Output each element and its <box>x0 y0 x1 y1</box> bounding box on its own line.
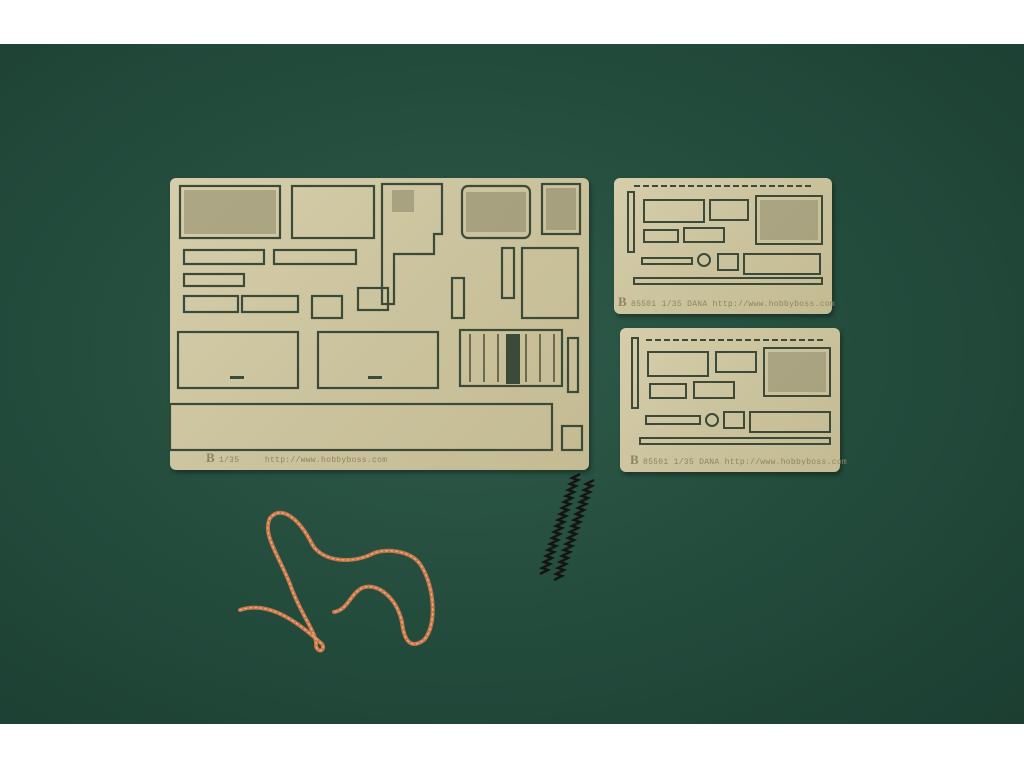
sheet-small-bottom-parts <box>631 337 831 445</box>
copper-cable <box>238 510 435 653</box>
props-layer <box>238 472 596 653</box>
brand-mark-small-bottom: B <box>630 452 639 467</box>
brand-mark: B <box>206 450 215 465</box>
brand-mark-small-top: B <box>618 294 627 309</box>
coil-springs <box>538 472 596 582</box>
sheet-small-top-label: 85501 1/35 DANA http://www.hobbyboss.com <box>630 300 836 309</box>
sheet-small-top-parts <box>627 185 823 285</box>
sheet-large-label: 1/35 http://www.hobbyboss.com <box>218 456 388 465</box>
sheet-small-bottom-label: 85501 1/35 DANA http://www.hobbyboss.com <box>642 458 848 467</box>
sheet-large-parts <box>170 182 584 452</box>
